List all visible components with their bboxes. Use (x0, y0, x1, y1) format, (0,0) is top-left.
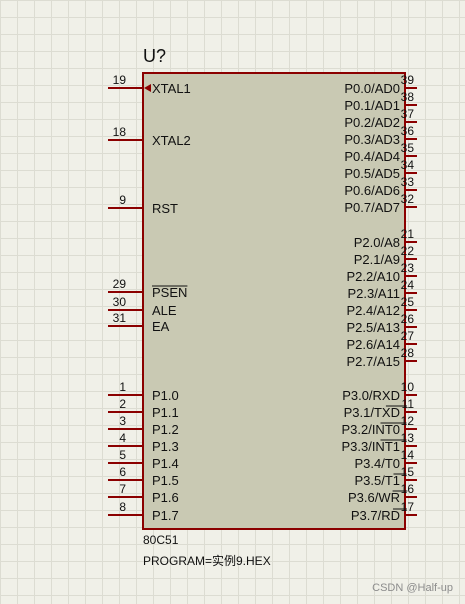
pin-name: P3.1/TXD (344, 405, 400, 420)
pin-number: 29 (113, 277, 127, 291)
pin-name: PSEN (152, 285, 187, 300)
pin-number: 1 (119, 380, 126, 394)
pin-name: P3.4/T0 (354, 456, 400, 471)
pin-name: P1.1 (152, 405, 179, 420)
pin-number: 8 (119, 500, 126, 514)
pin-number: 4 (119, 431, 126, 445)
pin-name: P3.3/INT1 (341, 439, 400, 454)
pin-number: 38 (401, 90, 415, 104)
pin-number: 32 (401, 192, 415, 206)
chip-body (142, 72, 406, 530)
pin-number: 30 (113, 295, 127, 309)
pin-name: P1.5 (152, 473, 179, 488)
pin-name: P3.6/WR (348, 490, 400, 505)
pin-name: P1.6 (152, 490, 179, 505)
pin-number: 15 (401, 465, 415, 479)
pin-number: 18 (113, 125, 127, 139)
component-reference: U? (143, 46, 167, 66)
pin-name: P3.2/INT0 (341, 422, 400, 437)
pin-name: P2.1/A9 (354, 252, 400, 267)
pin-number: 28 (401, 346, 415, 360)
pin-number: 26 (401, 312, 415, 326)
pin-number: 10 (401, 380, 415, 394)
pin-name: P1.2 (152, 422, 179, 437)
pin-number: 33 (401, 175, 415, 189)
pin-number: 14 (401, 448, 415, 462)
pin-name: P1.4 (152, 456, 179, 471)
pin-number: 31 (113, 311, 127, 325)
pin-name: P0.2/AD2 (344, 115, 400, 130)
clock-marker (144, 84, 151, 92)
pin-name: P0.4/AD4 (344, 149, 400, 164)
pin-name: P2.4/A12 (347, 303, 401, 318)
pin-name: P0.5/AD5 (344, 166, 400, 181)
pin-name: XTAL1 (152, 81, 191, 96)
pin-name: P1.3 (152, 439, 179, 454)
pin-name: P2.0/A8 (354, 235, 400, 250)
pin-number: 13 (401, 431, 415, 445)
pin-name: XTAL2 (152, 133, 191, 148)
pin-name: EA (152, 319, 170, 334)
pin-number: 39 (401, 73, 415, 87)
pin-name: P0.0/AD0 (344, 81, 400, 96)
pin-name: P1.7 (152, 508, 179, 523)
pin-name: P0.6/AD6 (344, 183, 400, 198)
pin-number: 35 (401, 141, 415, 155)
pin-name: P2.2/A10 (347, 269, 401, 284)
pin-number: 25 (401, 295, 415, 309)
pin-number: 16 (401, 482, 415, 496)
pin-number: 9 (119, 193, 126, 207)
pin-name: P2.6/A14 (347, 337, 401, 352)
pin-number: 19 (113, 73, 127, 87)
pin-number: 17 (401, 500, 415, 514)
pin-number: 6 (119, 465, 126, 479)
pin-name: P2.5/A13 (347, 320, 401, 335)
pin-name: P2.3/A11 (347, 286, 400, 301)
pin-number: 5 (119, 448, 126, 462)
pin-name: P2.7/A15 (347, 354, 401, 369)
pin-number: 24 (401, 278, 415, 292)
pin-name: ALE (152, 303, 177, 318)
pin-number: 3 (119, 414, 126, 428)
pin-name: P1.0 (152, 388, 179, 403)
pin-name: P0.3/AD3 (344, 132, 400, 147)
pin-number: 22 (401, 244, 415, 258)
pin-number: 12 (401, 414, 415, 428)
pin-name: P3.5/T1 (354, 473, 400, 488)
pin-number: 27 (401, 329, 415, 343)
pin-number: 23 (401, 261, 415, 275)
pin-number: 11 (402, 397, 415, 411)
pin-number: 2 (119, 397, 126, 411)
pin-name: P3.7/RD (351, 508, 400, 523)
watermark: CSDN @Half-up (372, 582, 453, 594)
pin-name: P0.7/AD7 (344, 200, 400, 215)
component-value: 80C51 (143, 533, 179, 547)
pin-name: P0.1/AD1 (344, 98, 400, 113)
pin-number: 36 (401, 124, 415, 138)
pin-number: 7 (119, 482, 126, 496)
component-property: PROGRAM=实例9.HEX (143, 554, 271, 568)
pin-number: 37 (401, 107, 415, 121)
pin-name: RST (152, 201, 178, 216)
pin-number: 34 (401, 158, 415, 172)
pin-number: 21 (401, 227, 415, 241)
pin-name: P3.0/RXD (342, 388, 400, 403)
